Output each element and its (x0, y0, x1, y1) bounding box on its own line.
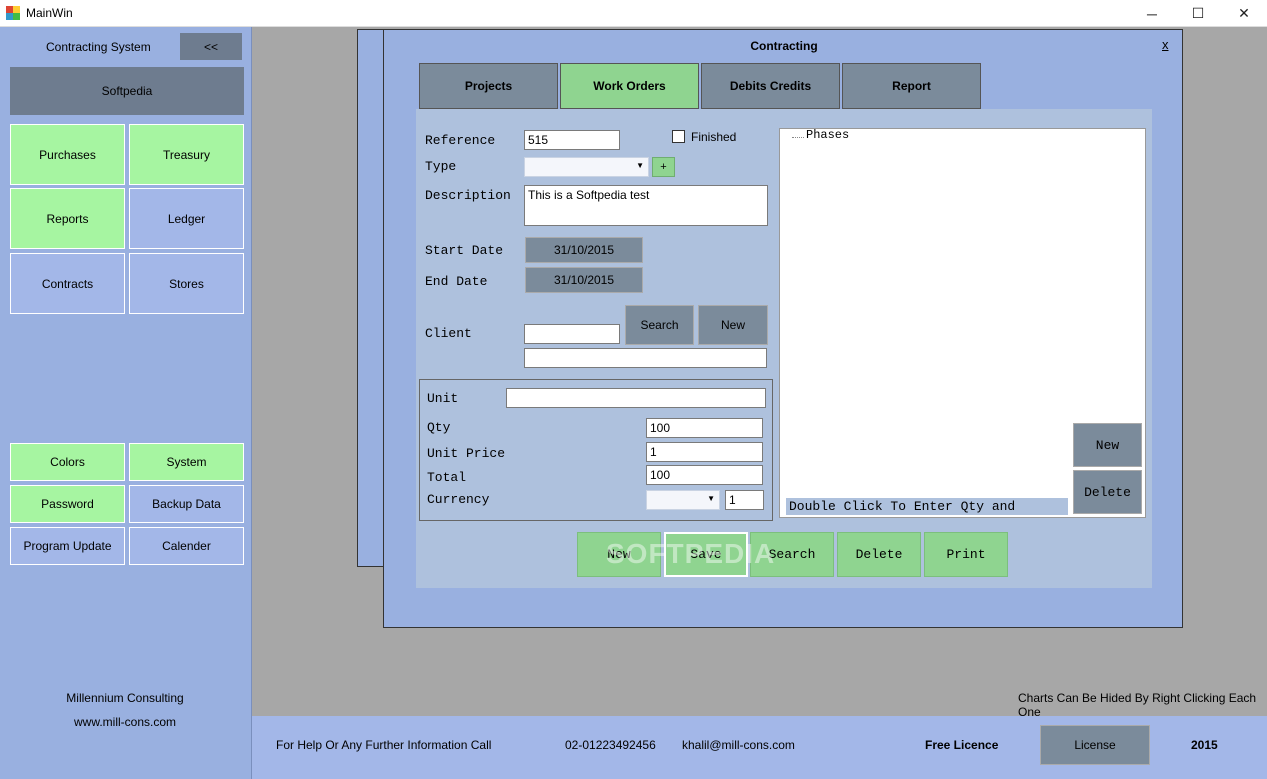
tree-connector (792, 137, 804, 138)
delete-button[interactable]: Delete (837, 532, 921, 577)
unit-price-label: Unit Price (427, 446, 506, 461)
backup-data-button[interactable]: Backup Data (129, 485, 244, 523)
start-date-picker[interactable]: 31/10/2015 (525, 237, 643, 263)
finished-label: Finished (691, 130, 737, 144)
start-date-label: Start Date (425, 243, 504, 258)
qty-input[interactable]: 100 (646, 418, 763, 438)
close-icon[interactable]: ✕ (1238, 5, 1250, 21)
type-select[interactable]: ▼ (524, 157, 649, 177)
currency-label: Currency (427, 492, 490, 507)
reference-label: Reference (425, 133, 496, 148)
total-input[interactable]: 100 (646, 465, 763, 485)
end-date-label: End Date (425, 274, 488, 289)
module-contracts-button[interactable]: Contracts (10, 253, 125, 314)
collapse-sidebar-button[interactable]: << (180, 33, 242, 60)
chevron-down-icon: ▼ (707, 494, 715, 503)
phases-root-node[interactable]: Phases (806, 128, 850, 142)
unit-label: Unit (427, 391, 459, 406)
calender-button[interactable]: Calender (129, 527, 244, 565)
description-label: Description (425, 188, 511, 203)
dialog-close-icon[interactable]: x (1162, 37, 1169, 52)
tab-projects[interactable]: Projects (419, 63, 558, 109)
phases-hint: Double Click To Enter Qty and (786, 498, 1068, 515)
type-label: Type (425, 159, 457, 174)
footer: For Help Or Any Further Information Call… (252, 716, 1267, 779)
phase-new-button[interactable]: New (1073, 423, 1142, 467)
footer-year: 2015 (1191, 738, 1218, 752)
unit-input[interactable] (506, 388, 766, 408)
client-detail-input[interactable] (524, 348, 767, 368)
minimize-icon[interactable]: ─ (1147, 5, 1157, 22)
app-icon (6, 6, 20, 20)
print-button[interactable]: Print (924, 532, 1008, 577)
module-purchases-button[interactable]: Purchases (10, 124, 125, 185)
module-ledger-button[interactable]: Ledger (129, 188, 244, 249)
phase-delete-button[interactable]: Delete (1073, 470, 1142, 514)
module-reports-button[interactable]: Reports (10, 188, 125, 249)
tab-work-orders[interactable]: Work Orders (560, 63, 699, 109)
client-label: Client (425, 326, 472, 341)
add-type-button[interactable]: + (652, 157, 675, 177)
client-search-button[interactable]: Search (625, 305, 694, 345)
colors-button[interactable]: Colors (10, 443, 125, 481)
unit-group (419, 379, 773, 521)
qty-label: Qty (427, 420, 451, 435)
license-button[interactable]: License (1040, 725, 1150, 765)
module-treasury-button[interactable]: Treasury (129, 124, 244, 185)
unit-price-input[interactable]: 1 (646, 442, 763, 462)
password-button[interactable]: Password (10, 485, 125, 523)
company-banner: Softpedia (10, 67, 244, 115)
search-button[interactable]: Search (750, 532, 834, 577)
vendor-name: Millennium Consulting (66, 691, 184, 705)
currency-select[interactable]: ▼ (646, 490, 720, 510)
client-input[interactable] (524, 324, 620, 344)
chevron-down-icon: ▼ (636, 161, 644, 170)
window-title: MainWin (26, 6, 73, 20)
sidebar-heading: Contracting System (46, 40, 151, 54)
module-stores-button[interactable]: Stores (129, 253, 244, 314)
end-date-picker[interactable]: 31/10/2015 (525, 267, 643, 293)
description-textarea[interactable]: This is a Softpedia test (524, 185, 768, 226)
finished-checkbox[interactable] (672, 130, 685, 143)
tab-report[interactable]: Report (842, 63, 981, 109)
maximize-icon[interactable]: ☐ (1191, 5, 1205, 21)
help-text: For Help Or Any Further Information Call (276, 738, 492, 752)
program-update-button[interactable]: Program Update (10, 527, 125, 565)
vendor-website: www.mill-cons.com (73, 715, 176, 729)
help-email[interactable]: khalil@mill-cons.com (682, 738, 795, 752)
sidebar: Contracting System << Softpedia Purchase… (0, 27, 252, 779)
dialog-title: Contracting (750, 39, 818, 53)
phases-tree[interactable]: Phases Double Click To Enter Qty and New… (779, 128, 1146, 518)
client-new-button[interactable]: New (698, 305, 768, 345)
save-button[interactable]: Save (664, 532, 748, 577)
reference-input[interactable]: 515 (524, 130, 620, 150)
tab-debits-credits[interactable]: Debits Credits (701, 63, 840, 109)
help-phone: 02-01223492456 (565, 738, 656, 752)
currency-rate-input[interactable]: 1 (725, 490, 764, 510)
charts-hint: Charts Can Be Hided By Right Clicking Ea… (1018, 691, 1257, 719)
total-label: Total (427, 470, 467, 485)
license-type: Free Licence (925, 738, 999, 752)
system-button[interactable]: System (129, 443, 244, 481)
new-button[interactable]: New (577, 532, 661, 577)
window-titlebar: MainWin ─ ☐ ✕ (0, 0, 1267, 27)
